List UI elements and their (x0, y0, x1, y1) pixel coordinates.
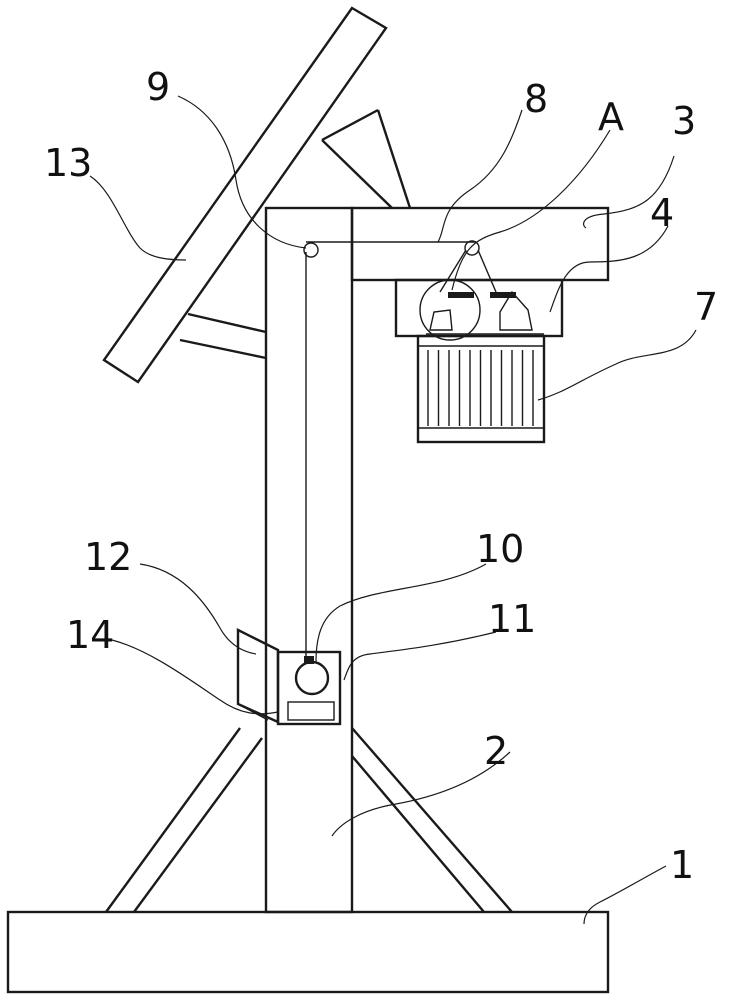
label-2: 2 (484, 729, 508, 773)
label-9: 9 (146, 65, 170, 109)
side-panel (236, 628, 280, 724)
label-10: 10 (476, 527, 524, 571)
support-braces (105, 727, 513, 913)
label-12: 12 (84, 535, 132, 579)
label-14: 14 (66, 613, 114, 657)
detail-A-circle (419, 279, 481, 341)
horizontal-arm (350, 206, 610, 282)
label-A: A (598, 95, 624, 139)
lamp-housing (394, 278, 564, 341)
label-8: 8 (524, 77, 548, 121)
label-3: 3 (672, 99, 696, 143)
label-7: 7 (694, 285, 718, 329)
motor-wheel (294, 660, 330, 696)
base-plate (6, 910, 610, 994)
solar-panel-assembly (102, 6, 412, 384)
lamp-body (416, 334, 546, 444)
vertical-column (264, 206, 354, 914)
leader-lines (89, 95, 697, 925)
label-11: 11 (488, 597, 536, 641)
pulley-right (464, 240, 480, 256)
pulley-left (303, 242, 319, 258)
control-box (276, 650, 342, 726)
label-1: 1 (670, 843, 694, 887)
reference-labels: 1 2 3 4 7 8 A 9 10 11 12 13 14 (44, 65, 718, 887)
label-13: 13 (44, 141, 92, 185)
solar-panel (102, 6, 388, 384)
cable-system (303, 240, 497, 660)
label-4: 4 (650, 191, 674, 235)
battery-box (287, 701, 335, 721)
